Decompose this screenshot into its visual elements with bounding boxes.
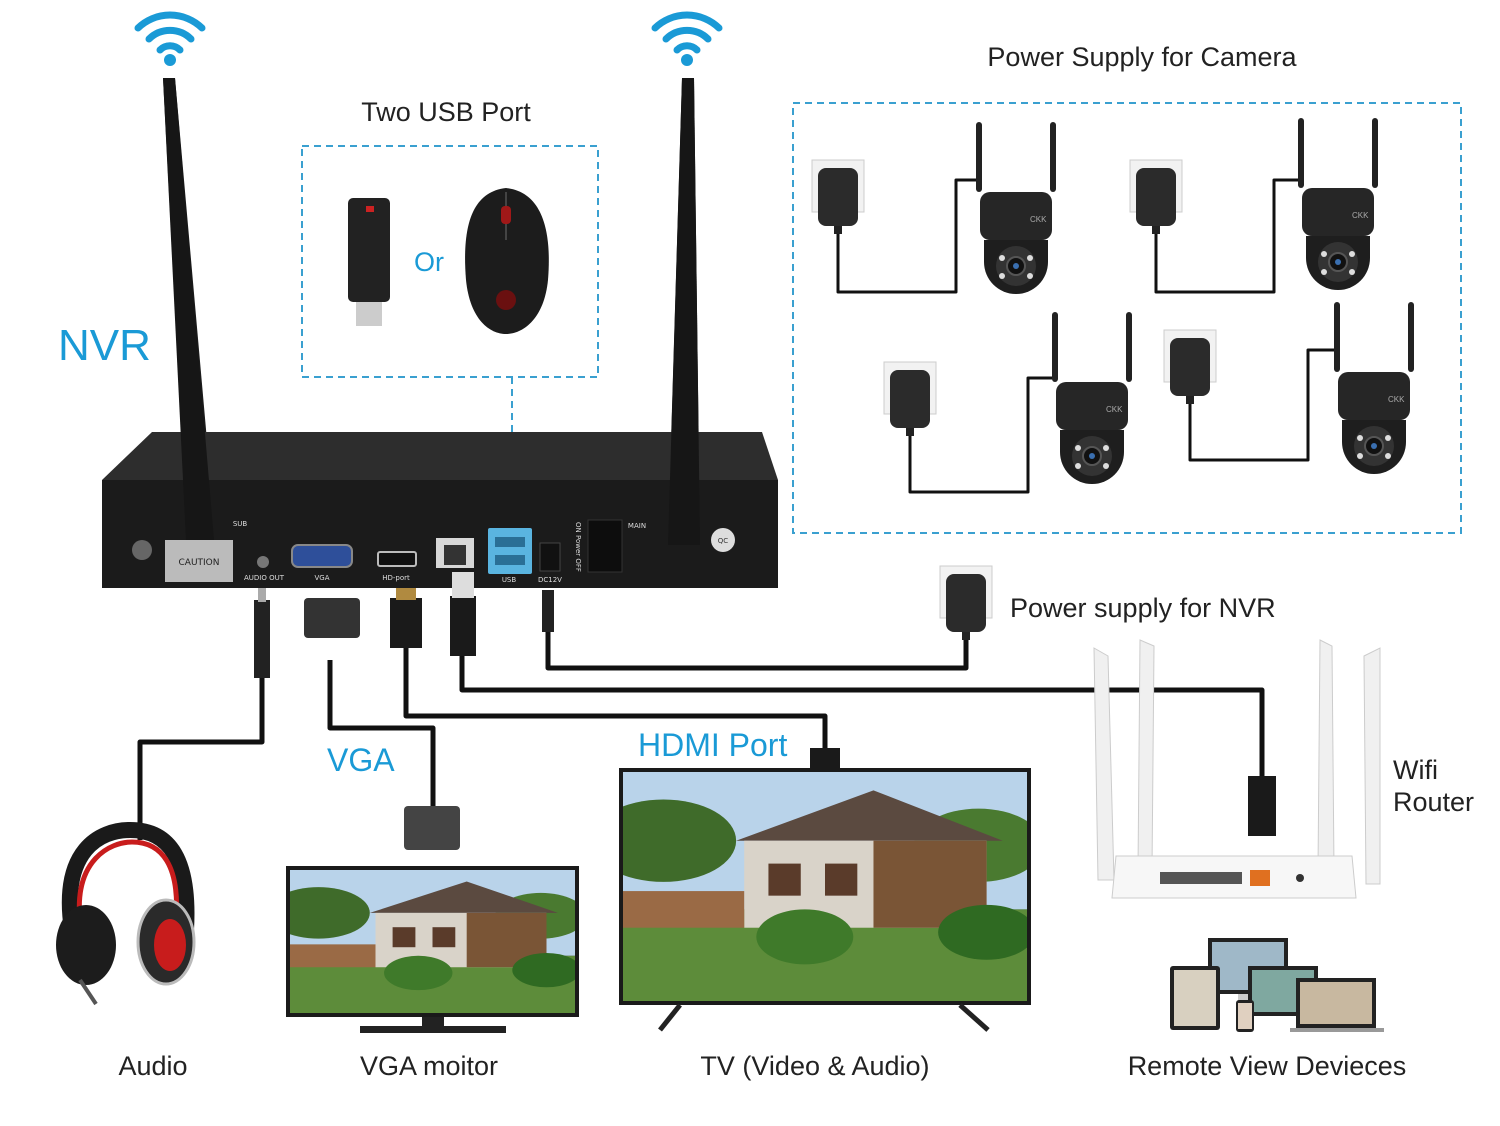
nvr-power-adapter-icon [939, 565, 993, 641]
camera-brand-logo: CKK [1388, 395, 1405, 404]
tv [619, 768, 1031, 1032]
router-label-line1: Wifi [1393, 755, 1438, 785]
nvr-label: NVR [58, 321, 151, 370]
power-switch-label: ON Power OFF [574, 522, 582, 572]
power-switch [587, 519, 623, 573]
audio-out-label: AUDIO OUT [244, 574, 285, 582]
hdmi-cable [403, 648, 828, 756]
camera-brand-logo: CKK [1106, 405, 1123, 414]
dc-power-port [539, 542, 561, 572]
camera-brand-logo: CKK [1030, 215, 1047, 224]
camera-group-3: CKK [883, 311, 1133, 494]
usb-port-label: USB [502, 576, 517, 584]
vga-monitor [286, 866, 579, 1033]
camera-group-4: CKK [1163, 301, 1415, 475]
or-label: Or [414, 247, 444, 277]
audio-out-port [257, 556, 269, 568]
hdmi-port [377, 551, 417, 567]
usb-title: Two USB Port [361, 97, 531, 127]
remote-devices-icon [1170, 938, 1384, 1032]
caution-label: CAUTION [179, 558, 220, 568]
camera-group-2: CKK [1129, 117, 1379, 294]
hdmi-port-label: HD-port [382, 574, 410, 582]
audio-label: Audio [118, 1051, 187, 1081]
camera-power-adapter-icon [811, 159, 865, 235]
mouse-icon [465, 188, 549, 334]
ptz-camera-icon [975, 121, 1057, 295]
wifi-router-icon [1093, 639, 1381, 899]
dc-port-label: DC12V [538, 576, 562, 584]
usb-devices-box [301, 145, 599, 378]
camera-group-1: CKK [811, 121, 1057, 295]
ptz-camera-icon [1051, 311, 1133, 485]
main-antenna-label: MAIN [628, 522, 646, 530]
camera-power-box [792, 102, 1462, 534]
camera-power-adapter-icon [1129, 159, 1183, 235]
cables [137, 572, 1276, 850]
tv-label: TV (Video & Audio) [700, 1051, 929, 1081]
headphones-icon [56, 821, 196, 1006]
sub-antenna-label: SUB [233, 520, 248, 528]
qc-sticker: QC [718, 537, 729, 545]
hdmi-label: HDMI Port [638, 727, 787, 763]
vga-monitor-label: VGA moitor [360, 1051, 498, 1081]
ptz-camera-icon [1297, 117, 1379, 291]
camera-power-adapter-icon [883, 361, 937, 437]
wifi-icon-left [138, 15, 202, 66]
vga-label: VGA [327, 742, 395, 778]
camera-power-title: Power Supply for Camera [987, 42, 1297, 72]
nvr-power-cable [545, 630, 969, 671]
camera-brand-logo: CKK [1352, 211, 1369, 220]
ethernet-cable [459, 655, 1265, 780]
usb-ports [488, 528, 532, 574]
ptz-camera-icon [1333, 301, 1415, 475]
vga-port-label: VGA [314, 574, 329, 582]
wifi-icon-right [655, 15, 719, 66]
vga-port [291, 544, 353, 568]
remote-devices-label: Remote View Devieces [1128, 1051, 1407, 1081]
vga-plug [304, 598, 360, 638]
vga-plug-monitor [404, 806, 460, 850]
usb-dongle-icon [348, 198, 390, 326]
nvr-power-label: Power supply for NVR [1010, 593, 1276, 623]
audio-cable [137, 676, 265, 840]
nvr-device: CAUTION SUB MAIN AUDIO OUT VGA HD-port U… [102, 78, 778, 588]
camera-power-adapter-icon [1163, 329, 1217, 405]
router-label-line2: Router [1393, 787, 1474, 817]
vga-cable [327, 660, 436, 808]
